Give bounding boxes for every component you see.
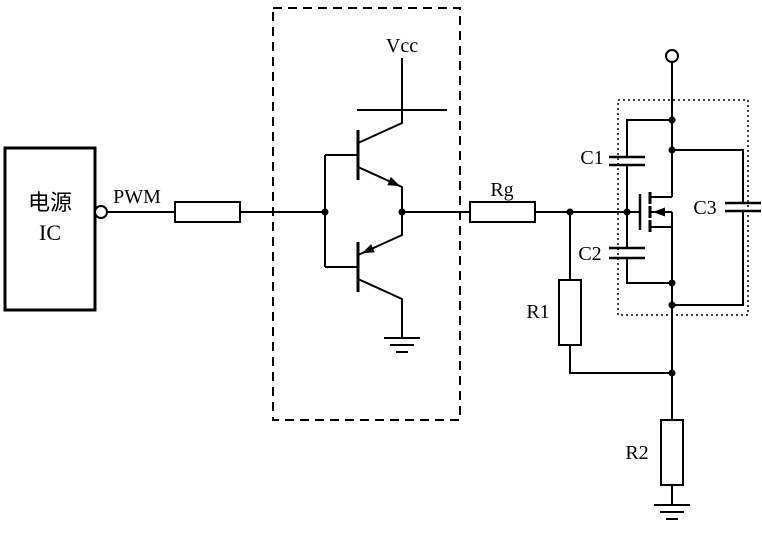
capacitor-c3: C3 (672, 149, 761, 306)
junction-dots (321, 116, 676, 377)
junction-dot (668, 369, 676, 377)
r1-label: R1 (526, 301, 549, 323)
vcc-label: Vcc (386, 35, 418, 57)
pnp-emitter-arrow-icon (362, 244, 375, 254)
wire-r1-to-source (569, 345, 672, 374)
junction-dot (566, 208, 574, 216)
npn-emitter-lead (357, 166, 403, 212)
power-ic-label-line2: IC (39, 220, 61, 245)
driver-stage-dashed-box (272, 7, 461, 421)
input-series-resistor (174, 201, 241, 223)
junction-dot (668, 116, 676, 124)
power-ic-block: 电源 IC (3, 146, 108, 312)
pwm-input-path: PWM (107, 186, 325, 223)
gate-drive-path: Rg (402, 179, 640, 223)
pnp-transistor (325, 212, 403, 338)
junction-dot (398, 208, 406, 216)
junction-dot (623, 208, 631, 216)
capacitor-c1: C1 (580, 119, 672, 212)
c3-label: C3 (693, 197, 716, 219)
pwm-label: PWM (113, 186, 161, 208)
mosfet-symbol (638, 192, 673, 373)
mosfet-package: C1 C2 C3 (578, 49, 761, 373)
driver-ground-icon (384, 337, 420, 353)
power-ic-label-line1: 电源 (28, 190, 72, 215)
pnp-emitter-lead (357, 212, 403, 256)
gate-resistor (469, 201, 536, 223)
r2-label: R2 (625, 442, 648, 464)
junction-dot (668, 279, 676, 287)
npn-collector-lead (357, 110, 403, 144)
junction-dot (668, 301, 676, 309)
output-ground-icon (654, 504, 690, 520)
pnp-collector-lead (357, 278, 403, 338)
c1-label: C1 (580, 147, 603, 169)
ic-output-terminal (94, 205, 108, 219)
npn-transistor (325, 110, 403, 212)
mosfet-package-dotted-box (617, 99, 749, 316)
resistor-r2 (660, 419, 684, 486)
mosfet-body-arrow-icon (653, 207, 665, 217)
power-ic-box (3, 146, 97, 312)
junction-dot (668, 146, 676, 154)
drain-supply-terminal (665, 49, 679, 63)
capacitor-c2: C2 (578, 212, 672, 284)
c2-label: C2 (578, 243, 601, 265)
resistor-r1 (558, 279, 582, 346)
junction-dot (321, 208, 329, 216)
rg-label: Rg (490, 179, 513, 201)
npn-emitter-arrow-icon (387, 177, 400, 186)
gate-source-network: R1 R2 (526, 212, 690, 520)
driver-stage: Vcc (272, 7, 461, 421)
